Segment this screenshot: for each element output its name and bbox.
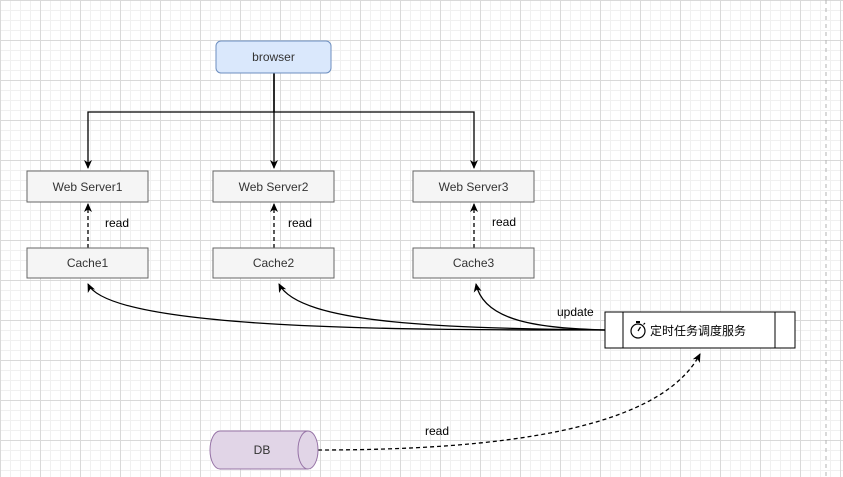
db-label: DB [254,443,271,457]
web-server3-label: Web Server3 [439,180,509,194]
cache1-node[interactable]: Cache1 [26,247,149,279]
browser-label: browser [252,50,295,64]
web-server3-node[interactable]: Web Server3 [412,170,535,203]
cache3-node[interactable]: Cache3 [412,247,535,279]
edge-scheduler-cache3 [473,283,606,331]
edge-db-scheduler [317,353,701,451]
browser-node[interactable]: browser [215,40,332,74]
update-edges [87,283,606,331]
scheduler-node[interactable]: 定时任务调度服务 [604,311,796,349]
web-server1-label: Web Server1 [53,180,123,194]
web-server1-node[interactable]: Web Server1 [26,170,149,203]
edge-scheduler-cache1 [87,283,606,331]
read-label-3: read [492,215,516,229]
web-server2-label: Web Server2 [239,180,309,194]
read-label-2: read [288,216,312,230]
edge-browser-server3 [273,73,478,169]
edge-scheduler-cache2 [278,283,606,331]
stopwatch-icon [630,321,646,339]
cache2-label: Cache2 [253,256,295,270]
scheduler-label: 定时任务调度服务 [650,323,746,338]
browser-edges [84,73,478,169]
cache1-label: Cache1 [67,256,109,270]
cache2-node[interactable]: Cache2 [212,247,335,279]
db-read-label: read [425,424,449,438]
update-label: update [557,305,594,319]
cache-read-edges [84,203,478,248]
web-server2-node[interactable]: Web Server2 [212,170,335,203]
edge-browser-server1 [84,73,275,169]
cache3-label: Cache3 [453,256,495,270]
db-node[interactable]: DB [209,430,319,470]
read-label-1: read [105,216,129,230]
